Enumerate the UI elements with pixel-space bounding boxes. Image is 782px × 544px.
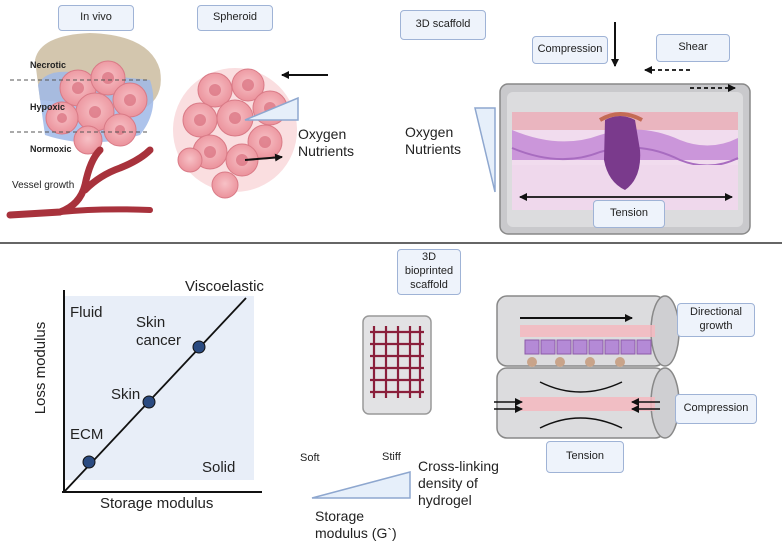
skin-label: Skin xyxy=(111,386,141,403)
directional-growth-label-1: Directional xyxy=(690,306,742,319)
bioprinted-label-2: bioprinted xyxy=(404,265,454,278)
storage-label-2: modulus (G`) xyxy=(315,525,397,541)
stiffness-wedge xyxy=(311,471,411,499)
rheology-chart xyxy=(62,290,262,493)
scaffold-3d-label: 3D scaffold xyxy=(415,18,471,31)
ecm-label: ECM xyxy=(70,426,104,443)
compression-label-top: Compression xyxy=(537,43,603,56)
crosslink-label-3: hydrogel xyxy=(418,492,472,508)
spheroid-oxygen-label: Oxygen xyxy=(298,126,347,142)
compression-label-bottom: Compression xyxy=(683,402,749,415)
chart-xlabel: Storage modulus xyxy=(100,495,214,512)
scaffold-3d-illustration xyxy=(474,22,751,235)
skin-cancer-label-1: Skin xyxy=(136,314,166,331)
compression-box-bottom: Compression xyxy=(675,394,757,424)
directional-growth-label-2: growth xyxy=(699,320,733,332)
skin-cancer-label-2: cancer xyxy=(136,332,182,349)
point-skin xyxy=(142,395,156,409)
spheroid-arrow-out xyxy=(244,153,283,162)
tension-label-bottom: Tension xyxy=(566,450,604,463)
necrotic-label: Necrotic xyxy=(30,60,67,70)
mechanical-stimulus-illustration xyxy=(494,295,680,439)
spheroid-illustration xyxy=(173,68,328,199)
compression-box-top: Compression xyxy=(532,36,608,64)
viscoelastic-label: Viscoelastic xyxy=(185,278,264,295)
in-vivo-box: In vivo xyxy=(58,5,134,31)
vessel-growth-label: Vessel growth xyxy=(12,180,75,191)
bioprinted-box: 3D bioprinted scaffold xyxy=(397,249,461,295)
shear-label: Shear xyxy=(678,41,708,54)
in-vivo-illustration xyxy=(6,33,161,219)
bioprinted-label-1: 3D xyxy=(421,251,437,264)
tension-box-bottom: Tension xyxy=(546,441,624,473)
point-ecm xyxy=(82,455,96,469)
shear-box: Shear xyxy=(656,34,730,62)
scaffold-oxygen-label: Oxygen xyxy=(405,124,454,140)
crosslink-label-2: density of xyxy=(418,475,478,491)
stiff-label: Stiff xyxy=(382,451,401,463)
normoxic-label: Normoxic xyxy=(30,144,72,154)
directional-growth-box: Directional growth xyxy=(677,303,755,337)
soft-label: Soft xyxy=(300,452,320,464)
storage-label-1: Storage xyxy=(315,508,365,524)
chart-ylabel: Loss modulus xyxy=(32,321,49,415)
spheroid-box: Spheroid xyxy=(197,5,273,31)
point-skin-cancer xyxy=(192,340,206,354)
tension-box-top: Tension xyxy=(593,200,665,228)
gradient-wedge xyxy=(244,96,299,121)
oxygen-gradient-wedge xyxy=(474,107,496,193)
tumor-mass xyxy=(604,116,641,190)
fluid-label: Fluid xyxy=(70,304,103,321)
scaffold-3d-box: 3D scaffold xyxy=(400,10,486,40)
bioprinted-label-3: scaffold xyxy=(410,278,448,291)
hypoxic-label: Hypoxic xyxy=(30,102,66,112)
scaffold-nutrients-label: Nutrients xyxy=(405,141,462,157)
tension-label-top: Tension xyxy=(610,207,648,220)
crosslink-label-1: Cross-linking xyxy=(418,458,499,474)
in-vivo-label: In vivo xyxy=(80,11,112,24)
spheroid-nutrients-label: Nutrients xyxy=(298,143,355,159)
spheroid-label: Spheroid xyxy=(212,11,258,24)
solid-label: Solid xyxy=(202,459,236,476)
chart-region xyxy=(64,296,254,480)
bioprinted-grid xyxy=(362,315,432,415)
